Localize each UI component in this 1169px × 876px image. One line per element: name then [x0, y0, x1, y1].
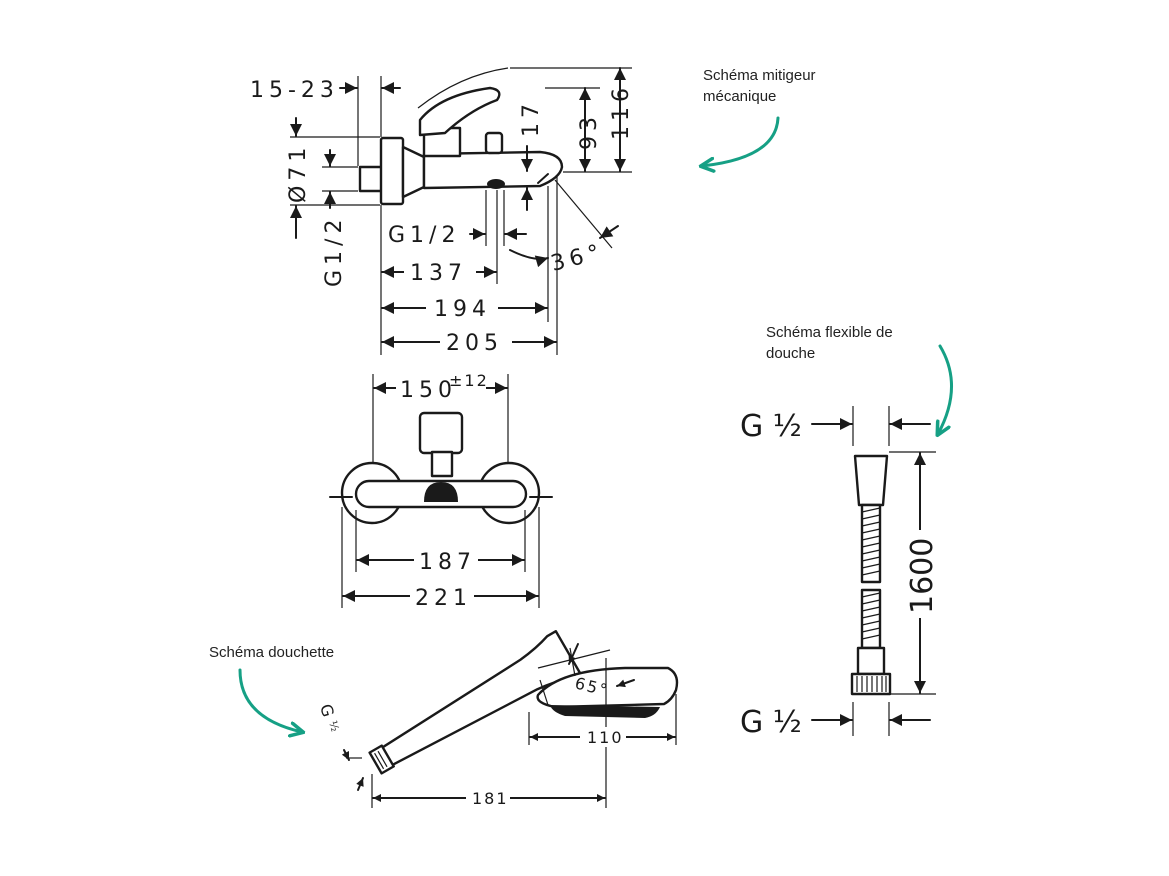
dim-116: 116: [609, 83, 634, 140]
mixer-front-dimension-labels: 150 ±12 187 221: [396, 371, 489, 611]
shower-hose-body: [850, 454, 892, 696]
shower-hose-view: G ½ G ½ 1600: [740, 406, 940, 740]
annotation-mixer-arrow-icon: [702, 116, 780, 166]
annotation-hose-line-2: douche: [766, 345, 815, 362]
annotation-handshower: Schéma douchette: [209, 644, 334, 732]
dim-205: 205: [446, 331, 503, 356]
dim-194: 194: [434, 297, 491, 322]
dim-181: 181: [472, 789, 509, 808]
dim-thread-horizontal: G1/2: [388, 223, 460, 248]
hose-thread-bottom: G ½: [740, 705, 802, 740]
dim-150: 150: [400, 378, 457, 403]
dim-93: 93: [577, 112, 602, 150]
handshower-dimension-labels: 65° 110 181 G ½: [316, 673, 626, 808]
annotation-hose-arrow-icon: [938, 344, 953, 434]
dim-thread-vertical: G1/2: [322, 215, 347, 287]
hose-thread-top: G ½: [740, 409, 802, 444]
handshower-thread-half: ½: [326, 719, 341, 733]
mixer-side-dimension-lines: [290, 67, 632, 355]
dim-221: 221: [415, 586, 472, 611]
mixer-side-body: [358, 67, 564, 206]
dim-diameter-71: Ø71: [286, 143, 311, 203]
dim-150-tolerance: ±12: [449, 371, 489, 390]
dim-110: 110: [587, 728, 624, 747]
annotation-hose: Schéma flexible de douche: [766, 324, 953, 434]
mixer-front-view: 150 ±12 187 221: [329, 371, 553, 611]
handshower-thread-g: G: [316, 702, 338, 721]
dim-17: 17: [519, 99, 544, 137]
dim-137: 137: [410, 261, 467, 286]
annotation-hose-line-1: Schéma flexible de: [766, 324, 893, 341]
dim-15-23: 15-23: [250, 78, 339, 103]
handshower-body: [368, 630, 679, 775]
annotation-handshower-arrow-icon: [238, 668, 302, 732]
annotation-mixer-line-1: Schéma mitigeur: [703, 67, 816, 84]
hose-length-1600: 1600: [905, 538, 940, 614]
shower-hose-dimension-labels: G ½ G ½ 1600: [740, 409, 940, 740]
dim-187: 187: [419, 550, 476, 575]
annotation-mixer-line-2: mécanique: [703, 88, 776, 105]
mixer-side-view: 15-23 Ø71 G1/2 17 93 116 G1/2 36° 137 19…: [238, 67, 634, 356]
mixer-front-body: [329, 411, 553, 525]
annotation-mixer: Schéma mitigeur mécanique: [702, 67, 816, 166]
annotation-handshower-line-1: Schéma douchette: [209, 644, 334, 661]
handshower-view: 65° 110 181 G ½: [316, 630, 679, 808]
